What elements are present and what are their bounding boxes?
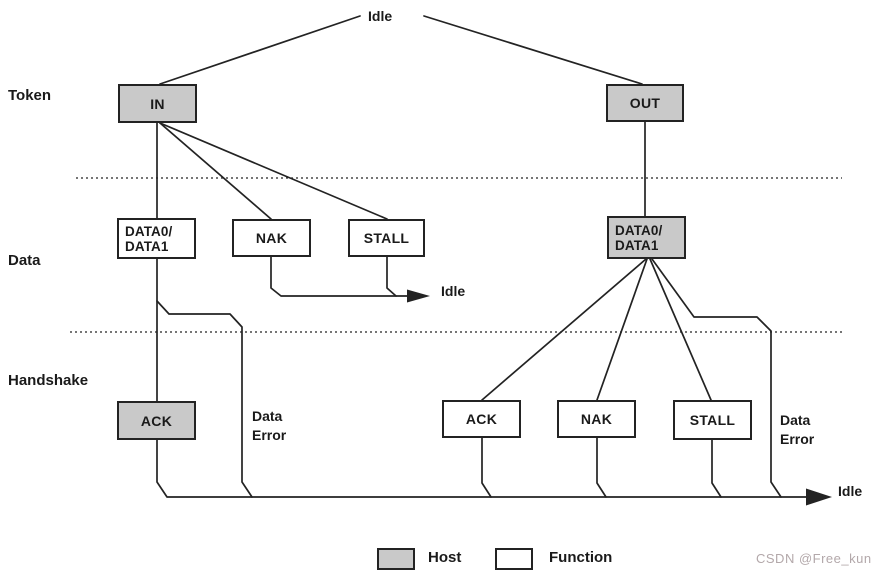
node-stall-right: STALL	[673, 400, 752, 440]
edge-data-error-right	[651, 258, 782, 498]
edge-nak-left-to-idle	[270, 256, 408, 297]
bottom-idle-arrowhead	[806, 488, 832, 506]
legend-function-swatch	[495, 548, 533, 570]
node-data01-left: DATA0/ DATA1	[117, 218, 196, 259]
edge-ack-right-drop	[481, 437, 492, 498]
node-ack-left-label: ACK	[140, 412, 173, 429]
idle-label-mid: Idle	[441, 283, 466, 299]
data-error-left-label: Data Error	[252, 407, 286, 445]
edge-data01-right-to-stall	[649, 258, 712, 401]
edge-idle-to-in	[159, 15, 361, 85]
edge-nak-right-drop	[596, 437, 607, 498]
node-data01-right-line2: DATA1	[615, 237, 659, 253]
node-nak-right: NAK	[557, 400, 636, 438]
legend-host-swatch	[377, 548, 415, 570]
row-label-data: Data	[8, 252, 41, 269]
node-nak-left: NAK	[232, 219, 311, 257]
edge-data01-right-to-ack	[481, 258, 647, 401]
node-out: OUT	[606, 84, 684, 122]
data-error-right-line1: Data	[780, 412, 811, 428]
data-error-left-line2: Error	[252, 427, 287, 443]
node-ack-left: ACK	[117, 401, 196, 440]
node-in: IN	[118, 84, 197, 123]
edge-data01-right-to-nak	[596, 258, 648, 401]
node-in-label: IN	[150, 95, 165, 112]
edge-stall-right-drop	[711, 439, 722, 498]
row-label-token: Token	[8, 87, 52, 104]
edge-in-to-stall-left	[159, 122, 388, 220]
node-stall-left: STALL	[348, 219, 425, 257]
node-data01-left-line2: DATA1	[125, 238, 169, 254]
node-data01-left-line1: DATA0/	[125, 223, 173, 239]
idle-label-bottom: Idle	[838, 483, 863, 499]
mid-idle-arrowhead	[407, 289, 430, 303]
node-nak-left-label: NAK	[255, 230, 288, 246]
legend-function-label: Function	[549, 549, 613, 566]
edge-idle-to-out	[423, 15, 643, 85]
node-stall-left-label: STALL	[363, 230, 410, 246]
data-error-right-label: Data Error	[780, 411, 814, 449]
node-ack-right: ACK	[442, 400, 521, 438]
data-error-left-line1: Data	[252, 408, 283, 424]
bottom-return-line	[156, 439, 807, 498]
edge-data-error-left	[156, 300, 253, 498]
legend-host-label: Host	[428, 549, 462, 566]
idle-label-top: Idle	[368, 8, 393, 24]
row-label-handshake: Handshake	[8, 372, 89, 389]
node-ack-right-label: ACK	[465, 411, 498, 427]
node-nak-right-label: NAK	[580, 411, 613, 427]
node-out-label: OUT	[629, 95, 661, 111]
node-data01-right-line1: DATA0/	[615, 222, 663, 238]
edge-in-to-nak-left	[159, 122, 272, 220]
node-stall-right-label: STALL	[689, 412, 736, 428]
node-data01-right: DATA0/ DATA1	[607, 216, 686, 259]
edge-stall-left-join	[386, 256, 397, 297]
watermark: CSDN @Free_kun	[756, 551, 872, 566]
data-error-right-line2: Error	[780, 431, 815, 447]
